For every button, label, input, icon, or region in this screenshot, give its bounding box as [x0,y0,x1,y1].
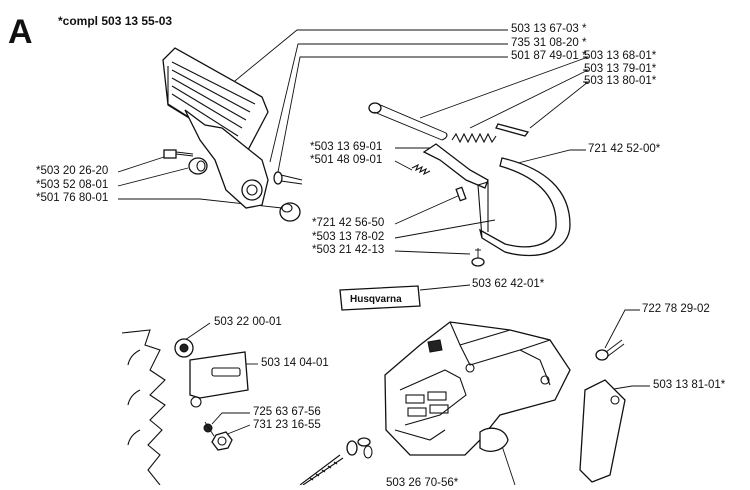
part-label: 735 31 08-20 * [511,37,587,49]
part-label: 503 13 79-01* [584,63,657,75]
part-label: *501 76 80-01 [36,192,109,204]
part-label: *503 13 69-01 [310,141,383,153]
adjuster-screw [203,421,215,437]
brake-rod [368,102,448,141]
cover-plate [579,379,626,483]
clutch-cover [384,321,571,456]
cover-rubber-block [479,427,509,452]
pivot-bolt [273,171,303,185]
part-label: *501 48 09-01 [310,154,383,166]
brake-lever [422,143,489,189]
part-label: *503 52 08-01 [36,179,109,191]
band-pin [455,186,467,202]
part-label: 503 14 04-01 [261,357,329,369]
part-label: 503 62 42-01* [472,278,545,290]
part-label: 722 78 29-02 [642,303,710,315]
tensioner-screw [299,454,344,485]
part-label: *503 20 26-20 [36,165,109,177]
brake-spring [451,132,497,144]
part-label: 503 13 68-01* [584,50,657,62]
brake-handle-screw [163,149,194,159]
brake-band [477,157,571,257]
lever-spring [411,163,431,176]
assembly-label: *compl 503 13 55-03 [58,14,173,28]
brake-handle-guard [162,47,269,209]
part-label: 731 23 16-55 [253,419,321,431]
band-screw [471,248,485,267]
chain-catcher [595,339,625,361]
part-label: 503 22 00-01 [214,316,282,328]
part-label: 725 63 67-56 [253,406,321,418]
part-label: *503 21 42-13 [312,244,385,256]
part-label: 503 26 70-56* [386,477,459,489]
part-label: *503 13 78-02 [312,231,385,243]
brake-handle-sleeve [188,157,208,175]
brand-logo-text: Husqvarna [350,294,402,305]
part-label: 503 13 81-01* [653,379,726,391]
bracket-nut [174,338,194,358]
part-label: 503 13 80-01* [584,75,657,87]
adjuster-nut [211,431,233,451]
brake-pin [495,123,530,137]
tensioner-washer [346,437,373,459]
crankcase-edge [121,329,166,485]
part-label: 721 42 52-00* [588,143,661,155]
part-label: 503 13 67-03 * [511,23,587,35]
bracket-plate [189,351,249,408]
leader-lines [117,29,650,485]
brand-decal: Husqvarna [339,285,421,311]
section-letter: A [8,13,33,51]
part-label: *721 42 56-50 [312,217,385,229]
part-label: 501 87 49-01 * [511,50,587,62]
pivot-washer [279,202,301,222]
